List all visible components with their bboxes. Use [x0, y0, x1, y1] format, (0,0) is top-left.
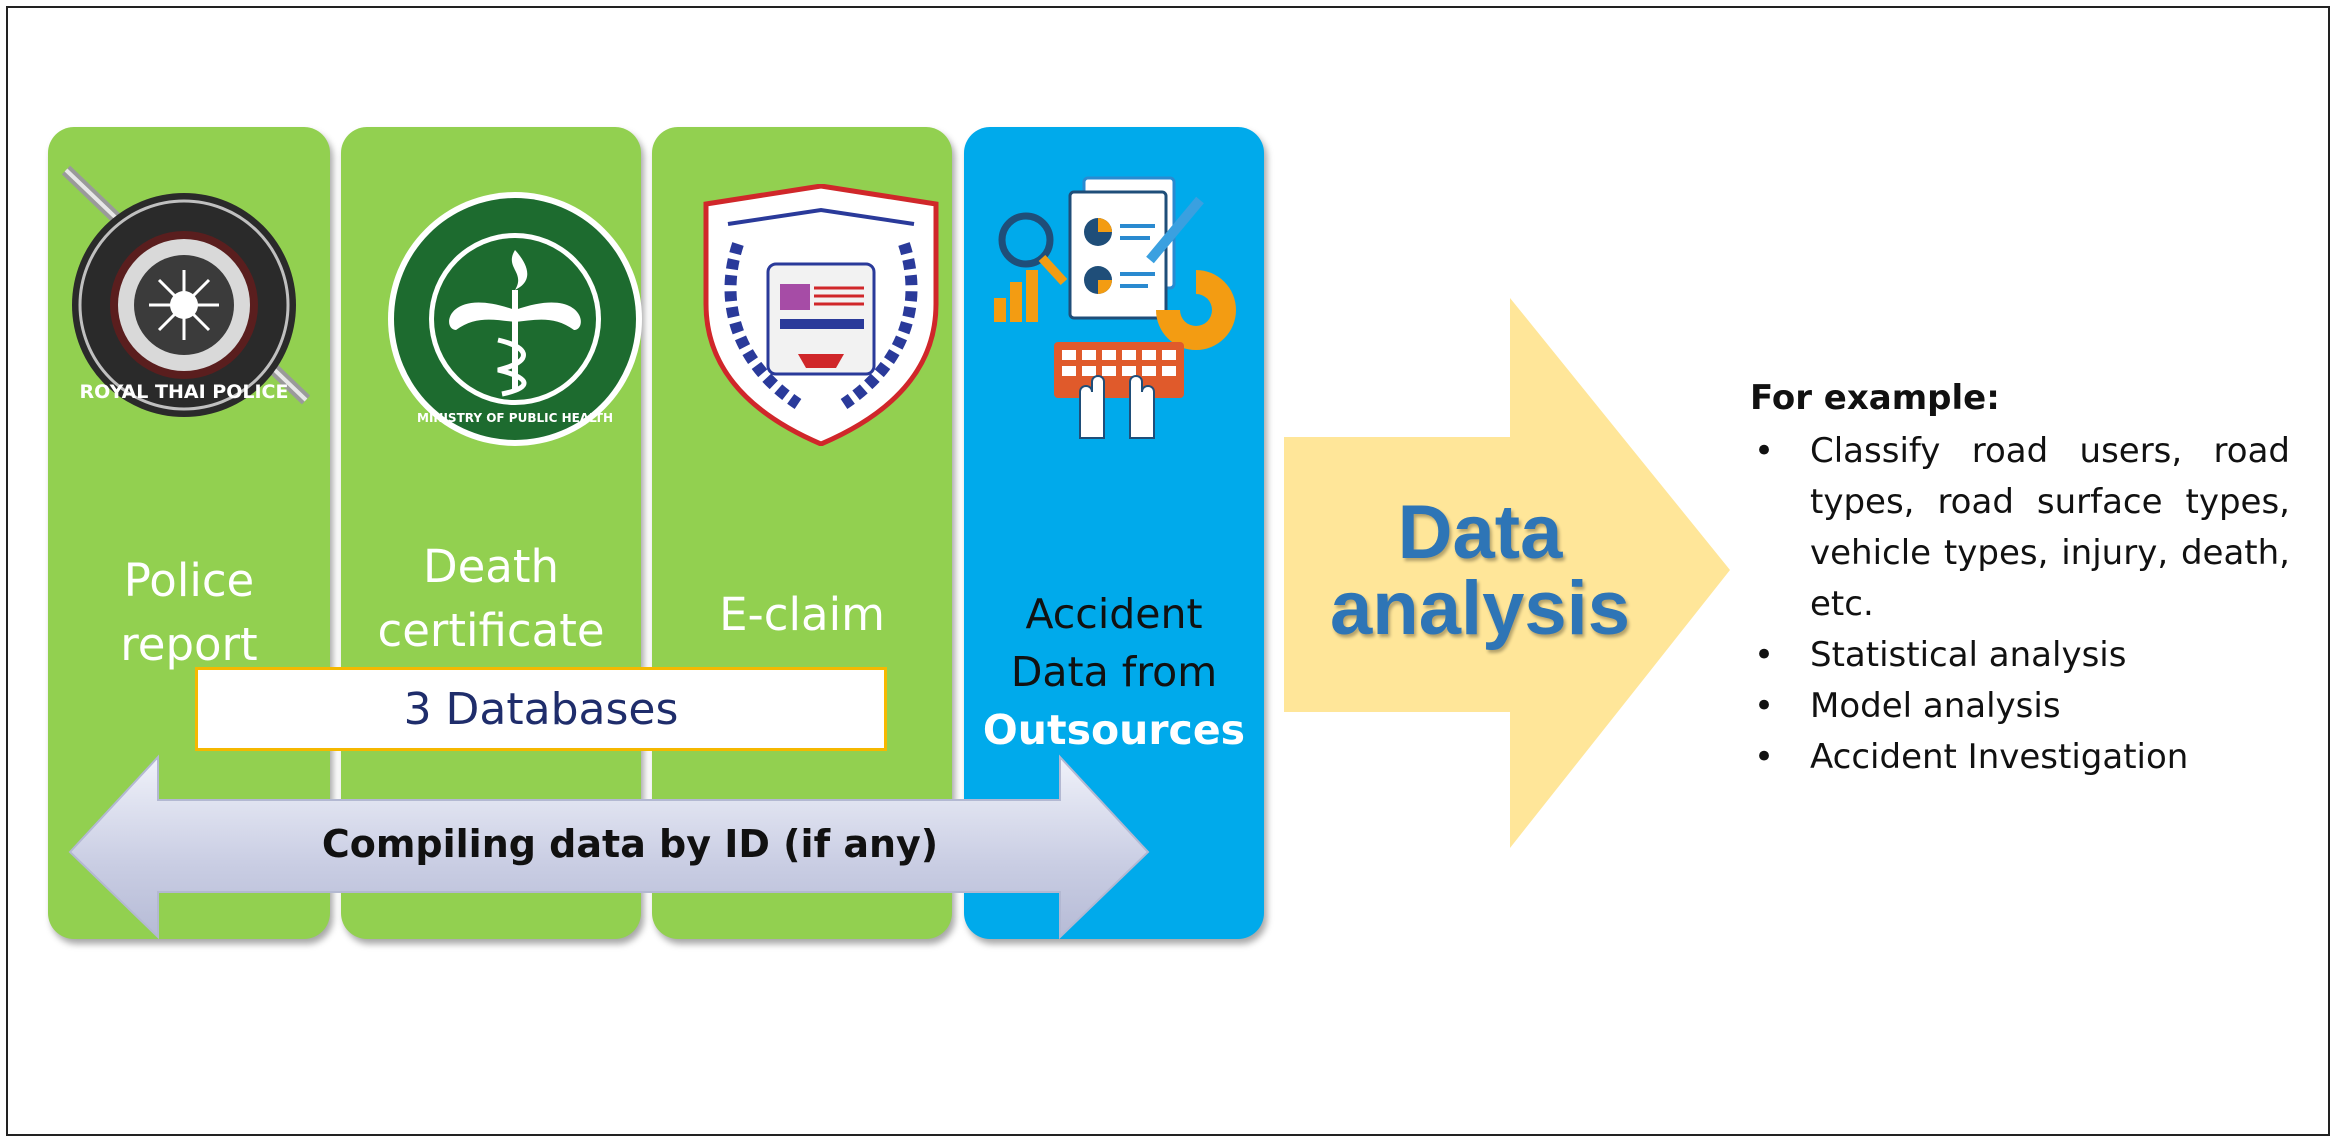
royal-thai-police-emblem-icon: ROYAL THAI POLICE	[61, 165, 311, 417]
data-analysis-line2: analysis	[1330, 566, 1630, 651]
data-analysis-title: Data analysis	[1300, 495, 1660, 647]
police-report-label: Police report	[120, 554, 258, 671]
list-item: Statistical analysis	[1750, 630, 2290, 681]
list-item: Classify road users, road types, road su…	[1750, 426, 2290, 630]
analysis-arrow	[1284, 298, 1730, 848]
health-emblem-text: MINISTRY OF PUBLIC HEALTH	[417, 411, 613, 425]
outsources-label-highlight: Outsources	[982, 706, 1246, 754]
outsources-label: Accident Data from Outsources	[964, 527, 1264, 817]
list-item: Accident Investigation	[1750, 732, 2290, 783]
three-databases-label: 3 Databases	[403, 683, 679, 735]
example-panel: For example: Classify road users, road t…	[1750, 378, 2290, 783]
e-claim-shield-emblem-icon	[703, 184, 939, 446]
outsources-label-text: Accident Data from	[1010, 590, 1218, 696]
data-analytics-icon	[994, 176, 1236, 439]
compile-double-arrow	[68, 754, 1150, 940]
list-item: Model analysis	[1750, 681, 2290, 732]
example-heading: For example:	[1750, 378, 2000, 418]
police-emblem-text: ROYAL THAI POLICE	[80, 381, 289, 403]
e-claim-label: E-claim	[719, 588, 885, 641]
death-certificate-label: Death certificate	[377, 540, 605, 657]
compile-label: Compiling data by ID (if any)	[321, 822, 939, 866]
three-databases-box: 3 Databases	[195, 667, 887, 751]
ministry-of-public-health-emblem-icon: MINISTRY OF PUBLIC HEALTH	[388, 192, 642, 446]
data-analysis-line1: Data	[1397, 490, 1563, 575]
example-list: Classify road users, road types, road su…	[1750, 426, 2290, 783]
